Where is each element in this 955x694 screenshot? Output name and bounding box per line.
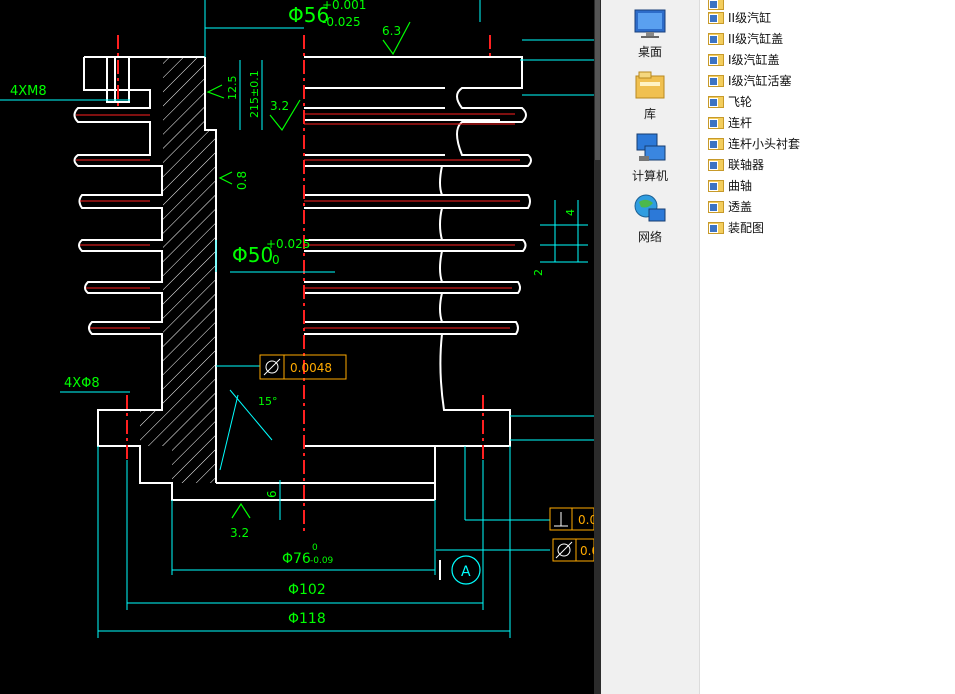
rough-12-5-text: 12.5 (226, 76, 239, 101)
file-name: 连杆 (728, 115, 753, 130)
file-name: I级汽缸活塞 (728, 73, 792, 88)
file-item[interactable]: 联轴器 (708, 154, 764, 174)
desktop-icon (634, 9, 666, 38)
right-fins (304, 56, 532, 500)
nav-label-network: 网络 (637, 230, 662, 244)
tol-phi76-lower: -0.09 (310, 556, 334, 566)
file-icon (708, 136, 724, 150)
file-icon (708, 0, 724, 10)
dim-6-text: 6 (265, 490, 279, 498)
network-icon (634, 194, 666, 222)
rough-0-8-text: 0.8 (235, 171, 249, 190)
nav-item-network[interactable]: 网络 (601, 193, 699, 245)
file-name: 透盖 (728, 199, 753, 214)
file-icon (708, 115, 724, 129)
file-item[interactable]: 透盖 (708, 196, 752, 216)
nav-label-computer: 计算机 (631, 169, 668, 183)
dim-215-text: 215±0.1 (248, 70, 261, 118)
file-name: II级汽缸盖 (728, 31, 784, 46)
file-icon (708, 73, 724, 87)
thread-lines (76, 113, 520, 329)
file-item[interactable]: 飞轮 (708, 91, 752, 111)
scrollbar-thumb[interactable] (595, 0, 600, 160)
file-name: 飞轮 (728, 94, 753, 109)
gdt-cylindricity-value: 0.0048 (290, 361, 332, 375)
cad-scrollbar[interactable] (594, 0, 601, 694)
rough-3-2-top-text: 3.2 (270, 99, 289, 113)
gdt-perp-value: 0.0 (578, 513, 594, 527)
file-item[interactable]: 连杆小头衬套 (708, 133, 800, 153)
file-name: 曲轴 (728, 178, 753, 193)
computer-icon (636, 133, 666, 161)
file-name: 联轴器 (728, 157, 765, 172)
dimension-lines (0, 0, 594, 638)
hole-4xm8-text: 4XM8 (10, 84, 47, 99)
file-icon (708, 220, 724, 234)
rough-6-3-text: 6.3 (382, 24, 401, 38)
angle-15-text: 15° (258, 395, 278, 408)
dim-phi118-text: Φ118 (288, 611, 326, 627)
tol-phi50-upper: +0.025 (266, 237, 310, 251)
dim-phi50-text: Φ50 (232, 243, 273, 267)
tol-phi76-upper: 0 (312, 543, 318, 553)
file-icon (708, 94, 724, 108)
cad-drawing-canvas[interactable]: Φ56 +0.001 -0.025 6.3 4XM8 12.5 215±0.1 … (0, 0, 594, 694)
file-item-partial[interactable] (708, 0, 728, 13)
nav-label-library: 库 (643, 107, 656, 121)
file-item[interactable]: 曲轴 (708, 175, 752, 195)
file-item[interactable]: 装配图 (708, 217, 764, 237)
file-item[interactable]: II级汽缸 (708, 7, 771, 27)
file-icon (708, 10, 724, 24)
bolt-hole-top (106, 56, 130, 103)
nav-item-desktop[interactable]: 桌面 (601, 8, 699, 60)
explorer-nav-pane: 桌面 库 计算机 网络 (601, 0, 700, 694)
fin-dim-4-text: 4 (564, 209, 577, 216)
nav-item-computer[interactable]: 计算机 (601, 132, 699, 184)
dim-phi102-text: Φ102 (288, 582, 326, 598)
gdt-cyl2-value: 0.0 (580, 544, 594, 558)
file-icon (708, 178, 724, 192)
tol-phi56-upper: +0.001 (322, 0, 366, 12)
tol-phi56-lower: -0.025 (322, 15, 361, 29)
dim-phi76-text: Φ76 (282, 551, 311, 567)
file-icon (708, 52, 724, 66)
file-name: I级汽缸盖 (728, 52, 780, 67)
library-icon (635, 71, 665, 99)
cylinder-drawing: Φ56 +0.001 -0.025 6.3 4XM8 12.5 215±0.1 … (0, 0, 594, 638)
hole-4xphi8-text: 4XΦ8 (64, 376, 100, 391)
center-lines (117, 35, 491, 535)
tol-phi50-lower: 0 (272, 253, 280, 267)
dim-phi56-text: Φ56 (288, 3, 329, 27)
file-name: 连杆小头衬套 (728, 136, 801, 151)
file-icon (708, 157, 724, 171)
nav-label-desktop: 桌面 (637, 45, 662, 59)
file-list-pane: II级汽缸 II级汽缸盖 I级汽缸盖 I级汽缸活塞 飞轮 连杆 连杆小头衬套 联… (700, 0, 955, 694)
datum-a-symbol (439, 555, 481, 585)
file-item[interactable]: I级汽缸活塞 (708, 70, 792, 90)
datum-a-text: A (461, 564, 471, 580)
file-item[interactable]: 连杆 (708, 112, 752, 132)
file-name: 装配图 (728, 220, 765, 235)
gdt-symbols (263, 358, 573, 559)
gdt-cylindricity-frame (259, 354, 594, 562)
file-name: II级汽缸 (728, 10, 772, 25)
section-hatch (133, 57, 216, 483)
roughness-symbols (206, 21, 411, 519)
file-icon (708, 199, 724, 213)
file-item[interactable]: II级汽缸盖 (708, 28, 783, 48)
left-fins (73, 56, 435, 501)
file-item[interactable]: I级汽缸盖 (708, 49, 780, 69)
file-icon (708, 31, 724, 45)
fin-dim-2-text: 2 (532, 269, 545, 276)
rough-3-2-bottom-text: 3.2 (230, 526, 249, 540)
nav-item-library[interactable]: 库 (601, 70, 699, 122)
